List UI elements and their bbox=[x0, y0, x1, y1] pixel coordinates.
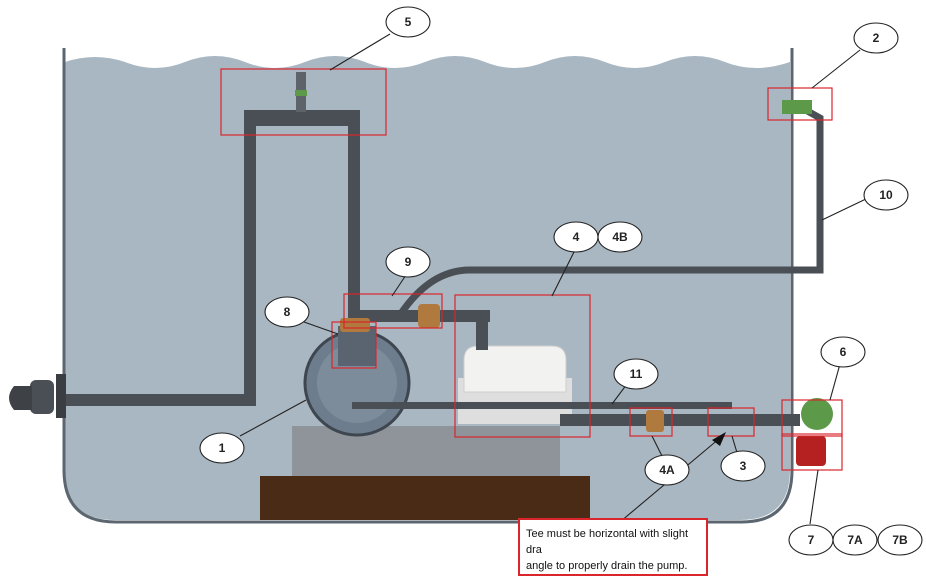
callout-circle-7b bbox=[877, 524, 923, 556]
leader-2 bbox=[811, 49, 861, 89]
leader-4 bbox=[551, 251, 575, 297]
inlet-pipe bbox=[60, 394, 256, 406]
tank-wall bbox=[62, 48, 794, 524]
callout-circle-5 bbox=[385, 6, 431, 38]
pump-housing-top bbox=[463, 345, 567, 393]
callout-label-7: 7 bbox=[808, 533, 815, 547]
note-line-1: Tee must be horizontal with slight dra bbox=[526, 528, 689, 556]
highlight-box-3 bbox=[707, 407, 755, 437]
highlight-box-2 bbox=[767, 87, 833, 121]
callout-circle-2 bbox=[853, 22, 899, 54]
callout-label-4b: 4B bbox=[612, 230, 628, 244]
callout-label-8: 8 bbox=[284, 305, 291, 319]
highlight-box-6 bbox=[781, 399, 843, 437]
housing-inlet-pipe bbox=[476, 310, 488, 350]
top-vent-band bbox=[295, 90, 307, 96]
callout-circle-11 bbox=[613, 358, 659, 390]
callout-label-3: 3 bbox=[740, 459, 747, 473]
right-wall-fitting bbox=[782, 100, 812, 114]
callout-label-6: 6 bbox=[840, 345, 847, 359]
brass-union-top bbox=[418, 304, 440, 328]
wood-base bbox=[260, 476, 590, 520]
leader-6 bbox=[829, 363, 841, 401]
highlight-box-7 bbox=[781, 433, 843, 471]
pump-neck bbox=[338, 326, 376, 366]
highlight-box-4 bbox=[454, 294, 591, 438]
brass-union-lower bbox=[646, 410, 664, 432]
pump-stand bbox=[292, 426, 560, 476]
callout-circle-8 bbox=[264, 296, 310, 328]
leader-10 bbox=[821, 197, 869, 221]
leader-8 bbox=[303, 321, 339, 335]
callout-label-2: 2 bbox=[873, 31, 880, 45]
highlight-box-8 bbox=[331, 321, 377, 369]
callout-label-11: 11 bbox=[630, 367, 643, 381]
callout-label-1: 1 bbox=[219, 441, 226, 455]
leader-1 bbox=[239, 399, 307, 437]
return-pipe bbox=[352, 402, 732, 409]
callout-circle-1 bbox=[199, 432, 245, 464]
lower-pipe bbox=[560, 414, 800, 426]
callout-circle-9 bbox=[385, 246, 431, 278]
callout-label-7a: 7A bbox=[847, 533, 863, 547]
callout-circle-10 bbox=[863, 179, 909, 211]
callout-circle-7a bbox=[832, 524, 878, 556]
callout-label-4: 4 bbox=[573, 230, 580, 244]
note-arrow-icon bbox=[712, 432, 726, 446]
callout-label-10: 10 bbox=[879, 188, 893, 202]
note-line-2: angle to properly drain the pump. bbox=[526, 560, 688, 572]
callout-label-4a: 4A bbox=[659, 463, 675, 477]
discharge-pipe bbox=[397, 104, 824, 317]
callout-circle-3 bbox=[720, 450, 766, 482]
bulkhead-fitting bbox=[30, 380, 54, 414]
highlight-box-4a bbox=[629, 407, 673, 437]
note-box: Tee must be horizontal with slight dra a… bbox=[518, 518, 708, 576]
callout-circle-4a bbox=[644, 454, 690, 486]
vertical-pipe-left bbox=[244, 122, 256, 404]
red-valve bbox=[796, 436, 826, 466]
leader-5 bbox=[329, 33, 391, 71]
leader-7 bbox=[809, 469, 819, 525]
callout-label-5: 5 bbox=[405, 15, 412, 29]
bulkhead-cap-icon bbox=[9, 386, 32, 410]
callout-circle-6 bbox=[820, 336, 866, 368]
callout-label-7b: 7B bbox=[892, 533, 908, 547]
vertical-pipe-right bbox=[348, 122, 360, 330]
top-pipe bbox=[244, 110, 360, 126]
bulkhead-flange bbox=[56, 374, 66, 418]
callout-label-9: 9 bbox=[405, 255, 412, 269]
highlight-box-5 bbox=[220, 68, 387, 136]
green-valve bbox=[801, 398, 833, 430]
callout-circle-4b bbox=[597, 221, 643, 253]
